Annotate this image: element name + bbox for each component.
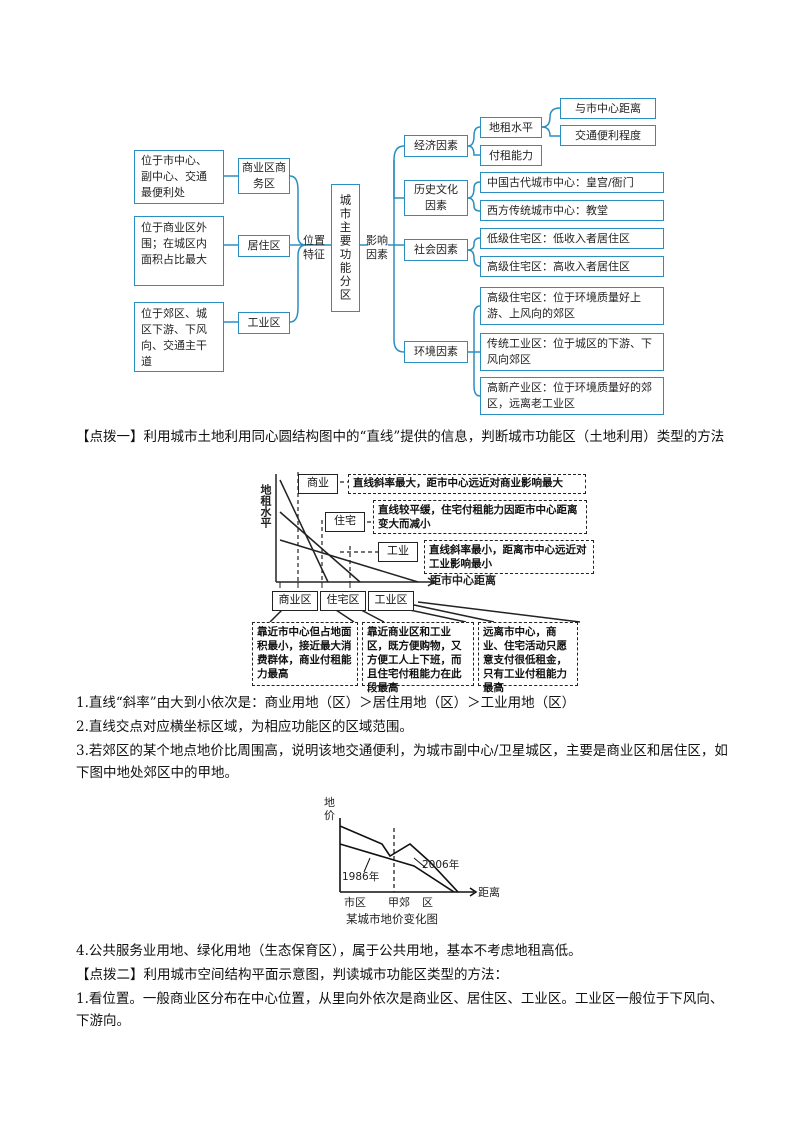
rent-note-commercial: 直线斜率最大，距市中心远近对商业影响最大 bbox=[348, 474, 586, 494]
econ-rent: 地租水平 bbox=[480, 117, 542, 138]
rent-tag-commercial: 商业 bbox=[298, 474, 338, 494]
price-tick-jia: 甲郊 bbox=[388, 896, 410, 909]
econ-pay: 付租能力 bbox=[480, 145, 542, 166]
desc-industrial: 位于郊区、城区下游、下风向、交通主干道 bbox=[134, 302, 224, 372]
rent-note-residential: 直线较平缓，住宅付租能力因距市中心距离变大而减小 bbox=[373, 500, 587, 534]
price-chart-ylabel: 地价 bbox=[324, 796, 335, 822]
env-industry: 传统工业区：位于城区的下游、下风向郊区 bbox=[480, 333, 664, 371]
econ-rent-distance: 与市中心距离 bbox=[560, 98, 656, 119]
center-node: 城市主要功能分区 bbox=[331, 184, 360, 312]
zone-tag-industrial: 工业区 bbox=[368, 591, 414, 611]
price-chart-caption: 某城市地价变化图 bbox=[346, 912, 438, 926]
history-west: 西方传统城市中心：教堂 bbox=[480, 200, 664, 221]
point-3: 3.若郊区的某个地点地价比周围高，说明该地交通便利，为城市副中心/卫星城区，主要… bbox=[76, 743, 728, 781]
price-tick-city: 市区 bbox=[344, 896, 366, 909]
point-2: 2.直线交点对应横坐标区域，为相应功能区的区域范围。 bbox=[76, 719, 413, 735]
point-1: 1.直线“斜率”由大到小依次是：商业用地（区）＞居住用地（区）＞工业用地（区） bbox=[76, 695, 576, 711]
rent-tag-residential: 住宅 bbox=[325, 512, 365, 532]
econ-rent-traffic: 交通便利程度 bbox=[560, 125, 656, 146]
env-hitech: 高新产业区：位于环境质量好的郊区，远离老工业区 bbox=[480, 377, 664, 415]
tip1-heading: 【点拨一】利用城市土地利用同心圆结构图中的“直线”提供的信息，判断城市功能区（土… bbox=[76, 429, 725, 445]
point-5: 1.看位置。一般商业区分布在中心位置，从里向外依次是商业区、居住区、工业区。工业… bbox=[76, 991, 724, 1029]
rent-chart-ylabel: 地租水平 bbox=[259, 484, 272, 528]
zone-commercial: 商业区商务区 bbox=[238, 158, 290, 194]
price-series-1986: 1986年 bbox=[342, 871, 380, 883]
location-features-label: 位置特征 bbox=[303, 234, 325, 261]
factor-environment: 环境因素 bbox=[404, 341, 468, 363]
social-high: 高级住宅区：高收入者居住区 bbox=[480, 256, 664, 277]
zone-note-residential: 靠近商业区和工业区，既方便购物，又方便工人上下班，而且住宅付租能力在此段最高 bbox=[362, 622, 474, 694]
history-china: 中国古代城市中心：皇宫/衙门 bbox=[480, 172, 664, 193]
zone-note-industrial: 远离市中心，商业、住宅活动只愿意支付很低租金，只有工业付租能力最高 bbox=[478, 622, 578, 694]
price-tick-district: 区 bbox=[422, 896, 433, 909]
env-high-res: 高级住宅区：位于环境质量好上游、上风向的郊区 bbox=[480, 287, 664, 325]
zone-note-commercial: 靠近市中心但占地面积最小，接近最大消费群体，商业付租能力最高 bbox=[252, 622, 358, 686]
price-series-2006: 2006年 bbox=[422, 859, 460, 871]
factor-economic: 经济因素 bbox=[404, 135, 468, 157]
zone-tag-commercial: 商业区 bbox=[272, 591, 318, 611]
rent-tag-industrial: 工业 bbox=[378, 542, 418, 562]
zone-tag-residential: 住宅区 bbox=[320, 591, 366, 611]
tip2-heading: 【点拨二】利用城市空间结构平面示意图，判读城市功能区类型的方法： bbox=[76, 967, 508, 983]
zone-industrial: 工业区 bbox=[238, 312, 290, 334]
point-4: 4.公共服务业用地、绿化用地（生态保育区），属于公共用地，基本不考虑地租高低。 bbox=[76, 943, 582, 959]
mindmap-connectors bbox=[224, 107, 561, 397]
desc-commercial: 位于市中心、副中心、交通最便利处 bbox=[134, 150, 224, 204]
factor-social: 社会因素 bbox=[404, 239, 468, 261]
factors-label: 影响因素 bbox=[366, 234, 388, 261]
price-chart-xlabel: 距离 bbox=[478, 886, 500, 899]
factor-history: 历史文化因素 bbox=[404, 180, 468, 216]
rent-note-industrial: 直线斜率最小，距离市中心远近对工业影响最小 bbox=[424, 540, 594, 574]
zone-residential: 居住区 bbox=[238, 235, 290, 257]
rent-chart-xlabel: 距市中心距离 bbox=[430, 574, 496, 587]
price-chart bbox=[339, 818, 478, 897]
desc-residential: 位于商业区外围；在城区内面积占比最大 bbox=[134, 216, 224, 286]
social-low: 低级住宅区：低收入者居住区 bbox=[480, 228, 664, 249]
